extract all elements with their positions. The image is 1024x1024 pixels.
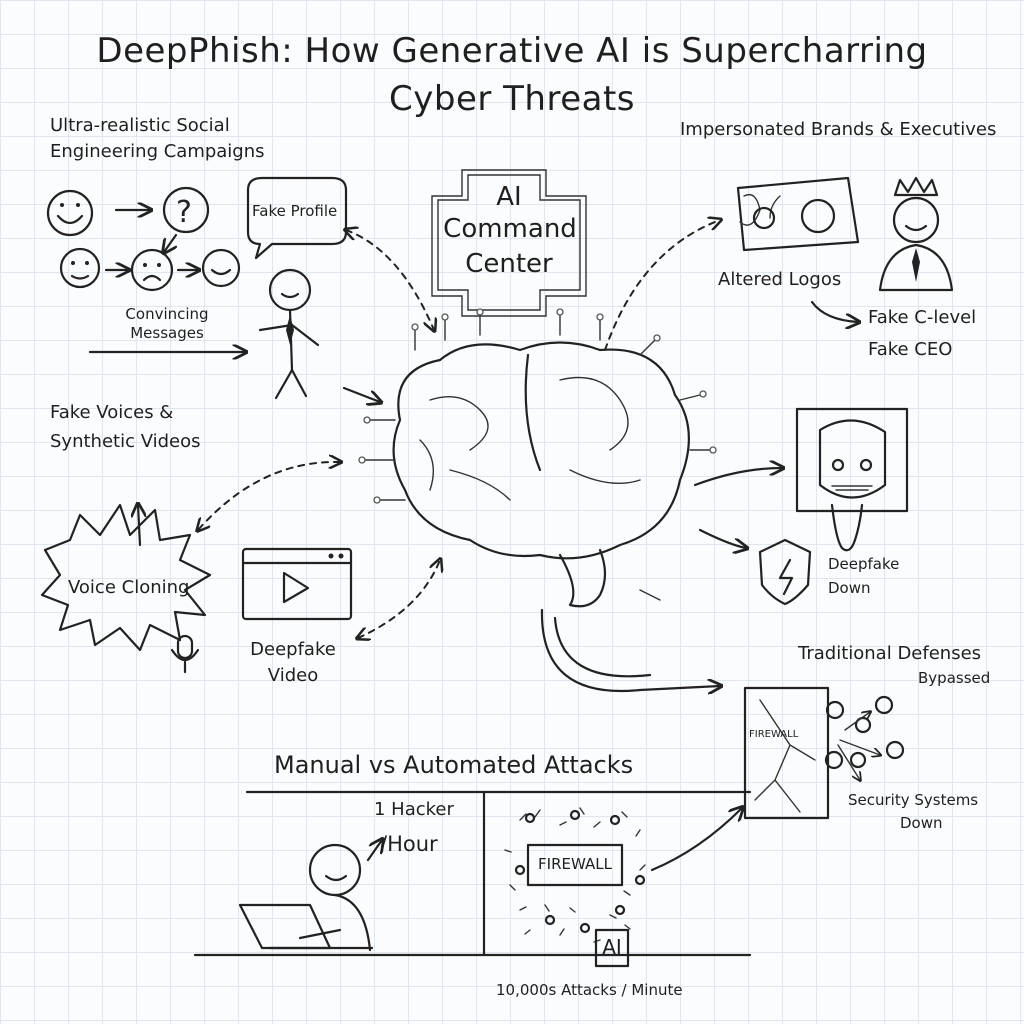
command-center-line1: AI: [496, 182, 522, 212]
defenses-heading-line1: Traditional Defenses: [798, 643, 982, 664]
neutral-face-icon: [59, 247, 101, 289]
hour-label: /Hour: [380, 832, 438, 856]
cracked-firewall-icon: [743, 686, 830, 820]
stick-figure-icon: [258, 268, 320, 400]
play-icon: [282, 571, 310, 604]
messages-label-line1: Convincing: [125, 305, 209, 323]
brain-icon: [358, 308, 717, 608]
command-center-line2: Command: [443, 214, 577, 244]
wink-face-icon: [201, 248, 241, 288]
fake-c-level-label: Fake C-level: [868, 307, 977, 328]
attacks-heading: Manual vs Automated Attacks: [274, 751, 634, 779]
king-executive-icon: [878, 176, 954, 292]
messages-label-line2: Messages: [130, 324, 204, 342]
brands-heading: Impersonated Brands & Executives: [680, 119, 997, 140]
command-center-line3: Center: [465, 249, 553, 279]
ai-box: [594, 928, 630, 968]
worried-face-icon: [130, 248, 174, 292]
voices-heading-line2: Synthetic Videos: [50, 431, 201, 452]
swarm-icons: [504, 807, 646, 943]
voice-burst-shape: [40, 503, 212, 652]
ai-label: AI: [602, 935, 622, 959]
broken-shield-icon: [758, 538, 812, 606]
fake-profile-label: Fake Profile: [252, 202, 338, 220]
deepfake-down-line2: Down: [828, 579, 871, 597]
security-down-line1: Security Systems: [848, 791, 979, 809]
video-player-icon: [241, 547, 353, 621]
social-heading-line2: Engineering Campaigns: [50, 141, 265, 162]
hacker-laptop-icon: [238, 843, 374, 952]
fake-ceo-label: Fake CEO: [868, 339, 953, 360]
smile-face-icon: [46, 189, 94, 237]
altered-g-logo-icon: [800, 198, 836, 234]
altered-logos-card: [736, 176, 860, 252]
altered-logos-label: Altered Logos: [718, 269, 842, 290]
microphone-icon: [170, 634, 200, 674]
deepfake-video-line2: Video: [267, 665, 319, 686]
social-heading-line1: Ultra-realistic Social: [50, 115, 230, 136]
deepfake-video-line1: Deepfake: [250, 639, 336, 660]
attack-rate-label: 10,000s Attacks / Minute: [496, 981, 683, 999]
voice-cloning-label: Voice Cloning: [68, 577, 190, 598]
deepfake-down-line1: Deepfake: [828, 555, 900, 573]
apple-logo-icon: [752, 206, 776, 230]
security-down-line2: Down: [900, 814, 943, 832]
hacker-label: 1 Hacker: [374, 799, 454, 820]
voices-heading-line1: Fake Voices &: [50, 402, 174, 423]
question-bubble-icon: [162, 186, 210, 234]
cracked-firewall-label: FIREWALL: [749, 729, 799, 740]
firewall-label: FIREWALL: [538, 855, 612, 873]
command-center-box: [431, 169, 587, 317]
deepfake-portrait-icon: [795, 407, 909, 552]
firewall-box: [526, 843, 624, 887]
comparison-table-lines: [193, 790, 752, 957]
page-title: DeepPhish: How Generative AI is Supercha…: [96, 31, 928, 71]
page-subtitle: Cyber Threats: [389, 79, 635, 119]
attack-bots-cluster: [824, 695, 905, 780]
svg-text:?: ?: [176, 195, 192, 230]
defenses-heading-line2: Bypassed: [918, 669, 991, 687]
